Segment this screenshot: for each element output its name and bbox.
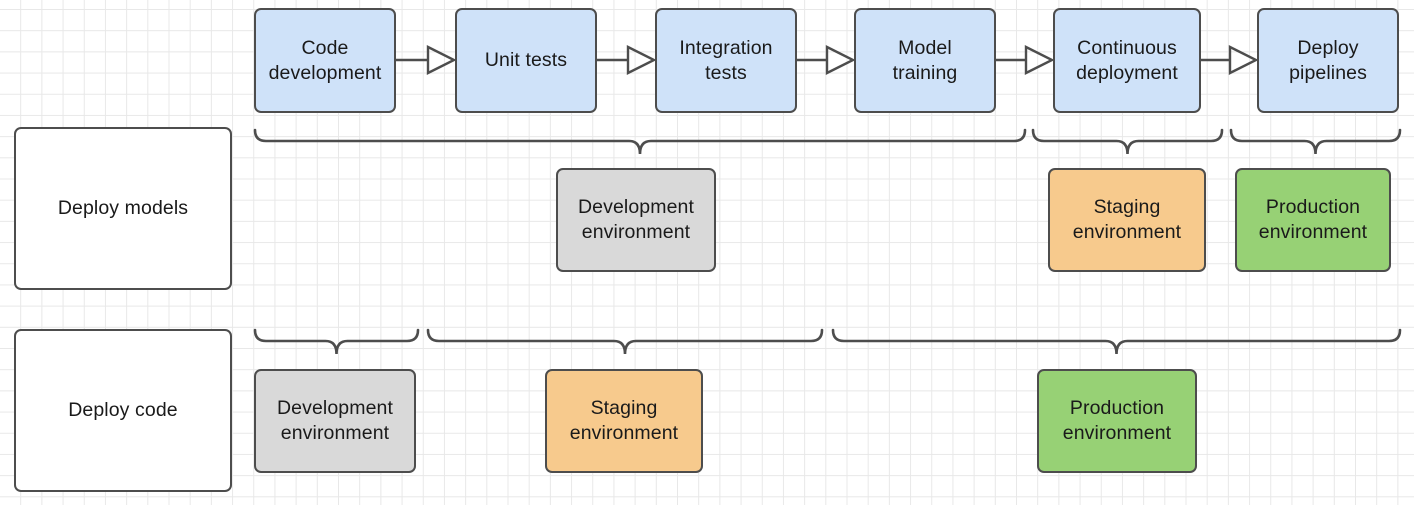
environment-box-code-staging-environment[interactable]: Staging environment [545, 369, 703, 473]
pipeline-stage-integration-tests[interactable]: Integration tests [655, 8, 797, 113]
environment-box-models-production-environment[interactable]: Production environment [1235, 168, 1391, 272]
environment-box-code-development-environment[interactable]: Development environment [254, 369, 416, 473]
environment-box-models-development-environment[interactable]: Development environment [556, 168, 716, 272]
row-label-deploy-code[interactable]: Deploy code [14, 329, 232, 492]
pipeline-stage-deploy-pipelines[interactable]: Deploy pipelines [1257, 8, 1399, 113]
row-label-deploy-models[interactable]: Deploy models [14, 127, 232, 290]
pipeline-stage-continuous-deployment[interactable]: Continuous deployment [1053, 8, 1201, 113]
pipeline-stage-unit-tests[interactable]: Unit tests [455, 8, 597, 113]
pipeline-stage-code-development[interactable]: Code development [254, 8, 396, 113]
environment-box-models-staging-environment[interactable]: Staging environment [1048, 168, 1206, 272]
pipeline-stage-model-training[interactable]: Model training [854, 8, 996, 113]
environment-box-code-production-environment[interactable]: Production environment [1037, 369, 1197, 473]
